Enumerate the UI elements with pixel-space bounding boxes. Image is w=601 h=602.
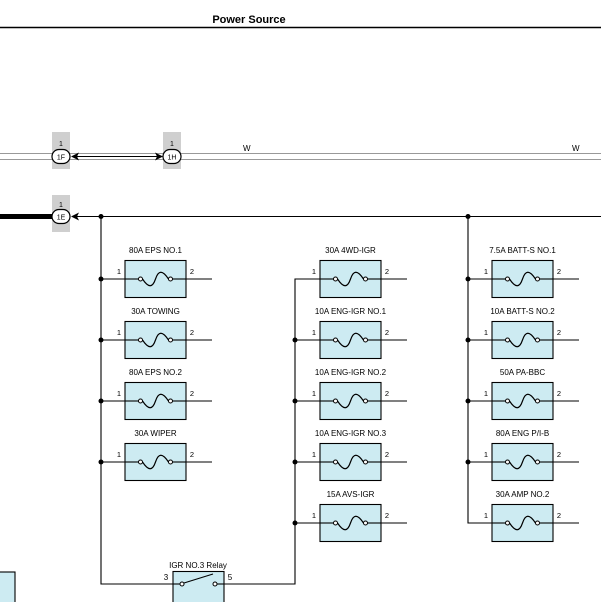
fuse-80a-eps-no-2-label: 80A EPS NO.2 — [129, 368, 182, 377]
wire-label-w-2: W — [572, 144, 580, 153]
connector-1h-pin: 1 — [170, 141, 174, 148]
fuse-30a-towing-pin-1: 1 — [117, 328, 121, 337]
fuse-10a-eng-igr-no-3-pin-2: 2 — [385, 450, 389, 459]
page-title: Power Source — [212, 14, 285, 26]
connector-1f[interactable] — [51, 132, 71, 169]
fuse-7-5a-batt-s-no-1-pin-2: 2 — [557, 267, 561, 276]
fuse-symbol-icon — [125, 454, 186, 470]
fuse-50a-pa-bbc-pin-1: 1 — [484, 389, 488, 398]
fuse-30a-wiper-pin-2: 2 — [190, 450, 194, 459]
fuse-symbol-icon — [320, 271, 381, 287]
fuse-7-5a-batt-s-no-1-pin-1: 1 — [484, 267, 488, 276]
fuse-80a-eng-p-i-b[interactable] — [468, 442, 579, 482]
fuse-30a-4wd-igr-pin-2: 2 — [385, 267, 389, 276]
fuse-layer: 80A EPS NO.1 1 2 30A TOWING 1 2 80A EPS NO.2 1 2… — [101, 246, 579, 543]
fuse-30a-amp-no-2-pin-2: 2 — [557, 511, 561, 520]
connector-1h[interactable] — [162, 132, 182, 169]
fuse-30a-towing-pin-2: 2 — [190, 328, 194, 337]
fuse-30a-wiper-label: 30A WIPER — [134, 429, 176, 438]
fuse-50a-pa-bbc-pin-2: 2 — [557, 389, 561, 398]
fuse-10a-batt-s-no-2[interactable] — [468, 320, 579, 360]
fuse-symbol-icon — [492, 515, 553, 531]
fuse-10a-eng-igr-no-2-label: 10A ENG-IGR NO.2 — [315, 368, 387, 377]
connector-1f-label: 1F — [57, 155, 65, 162]
fuse-10a-batt-s-no-2-pin-2: 2 — [557, 328, 561, 337]
relay-pin-left: 3 — [164, 573, 169, 582]
fuse-80a-eps-no-1-pin-2: 2 — [190, 267, 194, 276]
fuse-30a-4wd-igr[interactable] — [295, 259, 407, 299]
fuse-10a-batt-s-no-2-pin-1: 1 — [484, 328, 488, 337]
fuse-symbol-icon — [320, 393, 381, 409]
fuse-10a-eng-igr-no-1[interactable] — [295, 320, 407, 360]
fuse-50a-pa-bbc[interactable] — [468, 381, 579, 421]
fuse-30a-wiper[interactable] — [101, 442, 212, 482]
fuse-10a-eng-igr-no-2-pin-2: 2 — [385, 389, 389, 398]
fuse-10a-eng-igr-no-3[interactable] — [295, 442, 407, 482]
connector-link-1f-1h — [71, 152, 163, 161]
connector-1e-pin: 1 — [59, 202, 63, 209]
fuse-15a-avs-igr-pin-1: 1 — [312, 511, 316, 520]
fuse-15a-avs-igr-label: 15A AVS-IGR — [327, 490, 375, 499]
fuse-80a-eps-no-2[interactable] — [101, 381, 212, 421]
fuse-30a-amp-no-2-pin-1: 1 — [484, 511, 488, 520]
fuse-symbol-icon — [320, 454, 381, 470]
wire-w-top — [0, 153, 601, 160]
fuse-10a-eng-igr-no-3-pin-1: 1 — [312, 450, 316, 459]
fuse-symbol-icon — [492, 393, 553, 409]
fuse-80a-eps-no-1-label: 80A EPS NO.1 — [129, 246, 182, 255]
fuse-30a-amp-no-2[interactable] — [468, 503, 579, 543]
fuse-symbol-icon — [125, 393, 186, 409]
fuse-80a-eps-no-1[interactable] — [101, 259, 212, 299]
fuse-80a-eng-p-i-b-pin-1: 1 — [484, 450, 488, 459]
fuse-30a-4wd-igr-label: 30A 4WD-IGR — [325, 246, 376, 255]
relay-igr-no3[interactable] — [172, 570, 225, 602]
fuse-10a-eng-igr-no-2[interactable] — [295, 381, 407, 421]
fuse-80a-eng-p-i-b-label: 80A ENG P/I-B — [496, 429, 549, 438]
connector-1e[interactable] — [51, 195, 71, 232]
fuse-10a-eng-igr-no-1-pin-2: 2 — [385, 328, 389, 337]
fuse-30a-amp-no-2-label: 30A AMP NO.2 — [496, 490, 550, 499]
connector-1f-pin: 1 — [59, 141, 63, 148]
fuse-30a-towing[interactable] — [101, 320, 212, 360]
fuse-10a-eng-igr-no-1-pin-1: 1 — [312, 328, 316, 337]
fuse-30a-4wd-igr-pin-1: 1 — [312, 267, 316, 276]
fuse-50a-pa-bbc-label: 50A PA-BBC — [500, 368, 545, 377]
fuse-15a-avs-igr[interactable] — [295, 503, 407, 543]
fuse-symbol-icon — [492, 454, 553, 470]
fuse-symbol-icon — [492, 332, 553, 348]
relay-label: IGR NO.3 Relay — [169, 561, 227, 570]
main-bus — [76, 214, 601, 219]
fuse-80a-eps-no-2-pin-1: 1 — [117, 389, 121, 398]
fuse-10a-batt-s-no-2-label: 10A BATT-S NO.2 — [490, 307, 555, 316]
fuse-80a-eps-no-1-pin-1: 1 — [117, 267, 121, 276]
connector-1e-label: 1E — [57, 215, 66, 222]
partial-component-box — [0, 571, 16, 602]
fuse-symbol-icon — [492, 271, 553, 287]
fuse-30a-towing-label: 30A TOWING — [131, 307, 180, 316]
connector-1h-label: 1H — [168, 155, 177, 162]
fuse-10a-eng-igr-no-2-pin-1: 1 — [312, 389, 316, 398]
connector-1e-arrow — [71, 212, 79, 221]
fuse-80a-eps-no-2-pin-2: 2 — [190, 389, 194, 398]
wire-label-w-1: W — [243, 144, 251, 153]
fuse-30a-wiper-pin-1: 1 — [117, 450, 121, 459]
fuse-80a-eng-p-i-b-pin-2: 2 — [557, 450, 561, 459]
fuse-symbol-icon — [125, 332, 186, 348]
relay-pin-right: 5 — [228, 573, 233, 582]
fuse-10a-eng-igr-no-3-label: 10A ENG-IGR NO.3 — [315, 429, 387, 438]
column-3-bus — [465, 216, 492, 524]
fuse-10a-eng-igr-no-1-label: 10A ENG-IGR NO.1 — [315, 307, 387, 316]
fuse-15a-avs-igr-pin-2: 2 — [385, 511, 389, 520]
fuse-symbol-icon — [320, 332, 381, 348]
fuse-7-5a-batt-s-no-1-label: 7.5A BATT-S NO.1 — [489, 246, 556, 255]
fuse-7-5a-batt-s-no-1[interactable] — [468, 259, 579, 299]
fuse-symbol-icon — [320, 515, 381, 531]
column-2-bus — [224, 278, 322, 585]
fuse-symbol-icon — [125, 271, 186, 287]
